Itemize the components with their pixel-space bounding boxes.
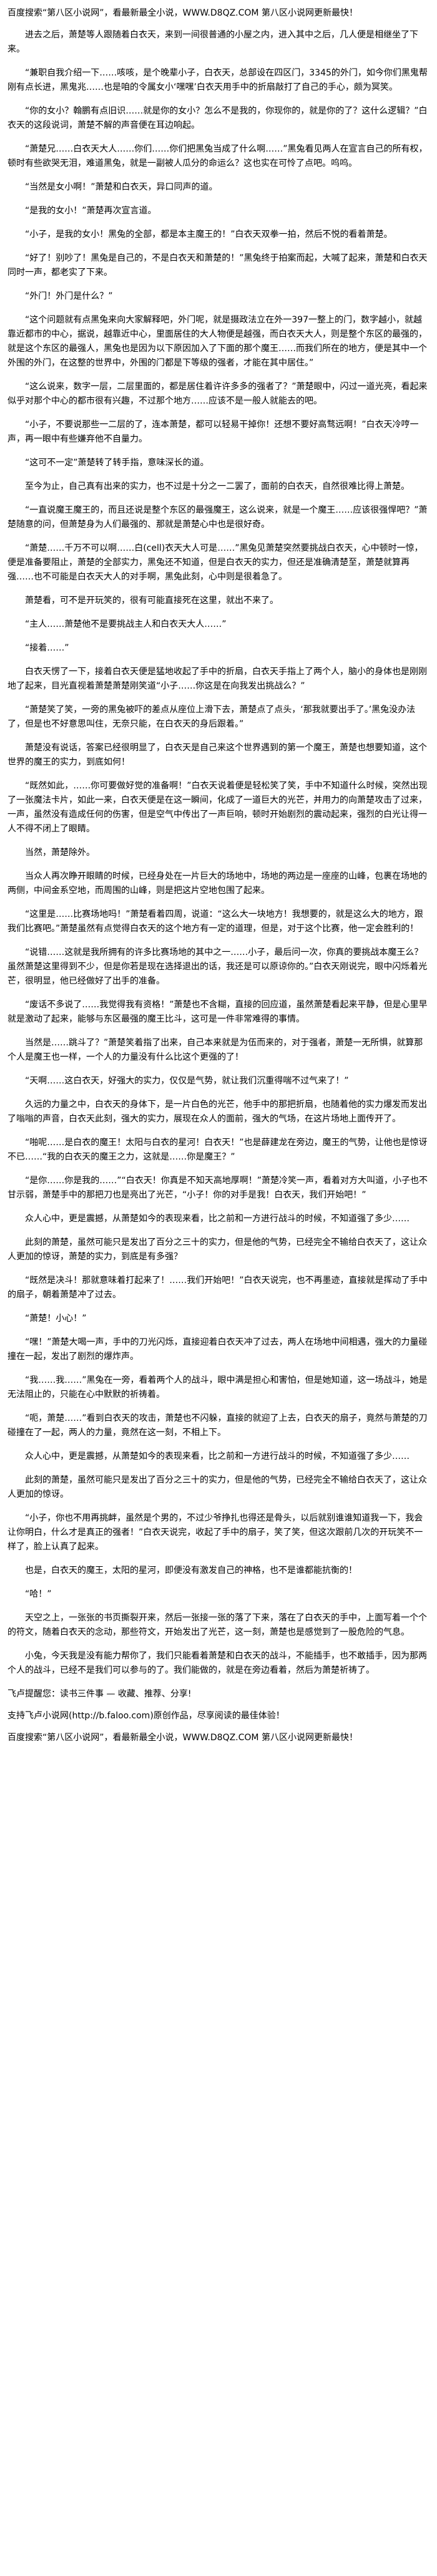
- paragraph: 萧楚没有说话，答案已经很明显了，白衣天是自己来这个世界遇到的第一个魔王，萧楚也想…: [7, 743, 427, 767]
- paragraph: “萧楚兄……白衣天大人……你们……你们把黑兔当成了什么啊……”黑兔看见两人在宣言…: [7, 144, 428, 168]
- paragraph: “天啊……这白衣天，好强大的实力，仅仅是气势，就让我们沉重得喘不过气来了！”: [25, 1076, 349, 1086]
- support-notice[interactable]: 支持飞卢小说网(http://b.faloo.com)原创作品，尽享阅读的最佳体…: [7, 1711, 285, 1721]
- paragraph: 至今为止，自己真有出来的实力，也不过是十分之一二罢了，面前的白衣天，自然很难比得…: [25, 482, 410, 491]
- paragraph: 此刻的萧楚，虽然可能只是发出了百分之三十的实力，但是他的气势，已经完全不输给白衣…: [7, 1237, 427, 1262]
- chapter-content: 进去之后，萧楚等人跟随着白衣天，来到一间很普通的小屋之内，进入其中之后，几人便是…: [7, 28, 430, 1678]
- paragraph: 众人心中，更是震撼，从萧楚如今的表现来看，比之前和一方进行战斗的时候，不知道强了…: [25, 1451, 410, 1461]
- paragraph: 进去之后，萧楚等人跟随着白衣天，来到一间很普通的小屋之内，进入其中之后，几人便是…: [7, 30, 418, 54]
- paragraph: 萧楚看，可不是开玩笑的，很有可能直接死在这里，就出不来了。: [25, 596, 278, 606]
- header-notice: 百度搜索“第八区小说网”，看最新最全小说，WWW.D8QZ.COM 第八区小说网…: [7, 8, 358, 18]
- paragraph: “这里是……比赛场地吗！”萧楚看着四周，说道：“这么大一块地方！我想要的，就是这…: [7, 909, 423, 934]
- paragraph: “萧楚……千万不可以啊……白(cell)衣天大人可是……”黑兔见萧楚突然要挑战白…: [7, 543, 423, 582]
- footer-notice: 百度搜索“第八区小说网”，看最新最全小说，WWW.D8QZ.COM 第八区小说网…: [7, 1733, 358, 1743]
- page: 百度搜索“第八区小说网”，看最新最全小说，WWW.D8QZ.COM 第八区小说网…: [7, 8, 430, 1743]
- paragraph: “这么说来，数字一层，二层里面的，都是居住着许许多多的强者了？”萧楚眼中，闪过一…: [7, 382, 428, 406]
- paragraph: “兼职自我介绍一下……咳咳，是个晚辈小子，白衣天，总部设在四区门，3345的外门…: [7, 68, 428, 92]
- paragraph: “小子，不要说那些一二层的了，连本萧楚，都可以轻易干掉你！还想不要好高骛远啊！”…: [7, 420, 419, 444]
- paragraph: 众人心中，更是震撼，从萧楚如今的表现来看，比之前和一方进行战斗的时候，不知道强了…: [25, 1214, 410, 1224]
- paragraph: “这可不一定”萧楚转了转手指，意味深长的道。: [25, 458, 209, 468]
- paragraph: “好了！别吵了！黑兔是自己的，不是白衣天和萧楚的！”黑兔终于拍案而起，大喊了起来…: [7, 253, 428, 278]
- paragraph: 白衣天愣了一下，接着白衣天便是猛地收起了手中的折扇，白衣天手指上了两个人，脑小的…: [7, 667, 427, 691]
- paragraph: “既然是决斗！那就意味着打起来了！……我们开始吧！”白衣天说完，也不再墨迹，直接…: [7, 1276, 428, 1300]
- paragraph: 此刻的萧楚，虽然可能只是发出了百分之三十的实力，但是他的气势，已经完全不输给白衣…: [7, 1475, 427, 1499]
- paragraph: 天空之上，一张张的书页撕裂开来，然后一张接一张的落了下来，落在了白衣天的手中，上…: [7, 1613, 427, 1637]
- paragraph: 当众人再次睁开眼睛的时候，已经身处在一片巨大的场地中，场地的两边是一座座的山峰，…: [7, 871, 427, 896]
- paragraph: “是你……你是我的……”“白衣天！你真是不知天高地厚啊！”萧楚冷笑一声，看着对方…: [7, 1176, 428, 1200]
- paragraph: “啪呢……是白衣的魔王！太阳与白衣的星河！白衣天！”也是薛建龙在旁边，魔王的气势…: [7, 1138, 428, 1162]
- paragraph: 小兔，今天我是没有能力帮你了，我们只能看着萧楚和白衣天的战斗，不能插手，也不敢插…: [7, 1651, 427, 1675]
- paragraph: “一直说魔王魔王的，而且还说是整个东区的最强魔王，这么说来，就是一个魔王……应该…: [7, 505, 428, 530]
- paragraph: “外门！外门是什么？”: [25, 291, 113, 301]
- paragraph: “小子，是我的女小！黑兔的全部，都是本主魔王的！”白衣天双拳一拍，然后不悦的看着…: [25, 230, 393, 240]
- paragraph: “萧楚笑了笑，一旁的黑兔被吓的差点从座位上滑下去，萧楚点了点头，‘那我就要出手了…: [7, 705, 416, 729]
- paragraph: “萧楚！小心！”: [25, 1314, 87, 1324]
- paragraph: “呃，萧楚……”看到白衣天的攻击，萧楚也不闪躲，直接的就迎了上去，白衣天的扇子，…: [7, 1413, 428, 1438]
- paragraph: “接着……”: [25, 643, 69, 653]
- paragraph: “主人……萧楚他不是要挑战主人和白衣天大人……”: [25, 619, 227, 629]
- paragraph: “小子，你也不用再挑衅，虽然是个男的，不过少爷挣扎也得还是骨头，以后就别谁谁知道…: [7, 1513, 423, 1552]
- paragraph: “你的女小？翰鹏有点旧识……就是你的女小？怎么不是我的，你现你的，就是你的了？这…: [7, 106, 428, 130]
- paragraph: “我……我……”黑兔在一旁，看着两个人的战斗，眼中满是担心和害怕，但是她知道，这…: [7, 1375, 428, 1400]
- paragraph: 久远的力量之中，白衣天的身体下，是一片白色的光芒，他手中的那把折扇，也随着他的实…: [7, 1100, 427, 1124]
- paragraph: “既然如此，……你可要做好觉的准备啊！”白衣天说着便是轻松笑了笑，手中不知道什么…: [7, 781, 428, 834]
- paragraph: “是我的女小！”萧楚再次宣言道。: [25, 206, 157, 216]
- paragraph: “废话不多说了……我觉得我有资格！”萧楚也不含糊，直接的回应道，虽然萧楚看起来平…: [7, 1000, 428, 1024]
- paragraph: 也是，白衣天的魔王，太阳的星河，即便没有激发自己的神格，也不是谁都能抗衡的！: [25, 1566, 357, 1576]
- paragraph: “哈！”: [25, 1589, 52, 1599]
- paragraph: “说错……这就是我所拥有的许多比赛场地的其中之一……小子，最后问一次，你真的要挑…: [7, 947, 428, 986]
- paragraph: 当然是……跳斗了？”萧楚笑着指了出来，自己本来就是为伍而来的，对于强者，萧楚一无…: [7, 1038, 423, 1062]
- paragraph: “嘿！”萧楚大喝一声，手中的刀光闪烁，直接迎着白衣天冲了过去，两人在场地中间相遇…: [7, 1337, 428, 1362]
- reading-tip: 飞卢提醒您：读书三件事 — 收藏、推荐、分享!: [7, 1689, 192, 1699]
- paragraph: 当然，萧楚除外。: [25, 848, 95, 858]
- paragraph: “这个问题就有点黑兔来向大家解释吧，外门呢，就是摄政法立在外一397一整上的门，…: [7, 315, 427, 368]
- paragraph: “当然是女小啊！”萧楚和白衣天，异口同声的道。: [25, 182, 218, 192]
